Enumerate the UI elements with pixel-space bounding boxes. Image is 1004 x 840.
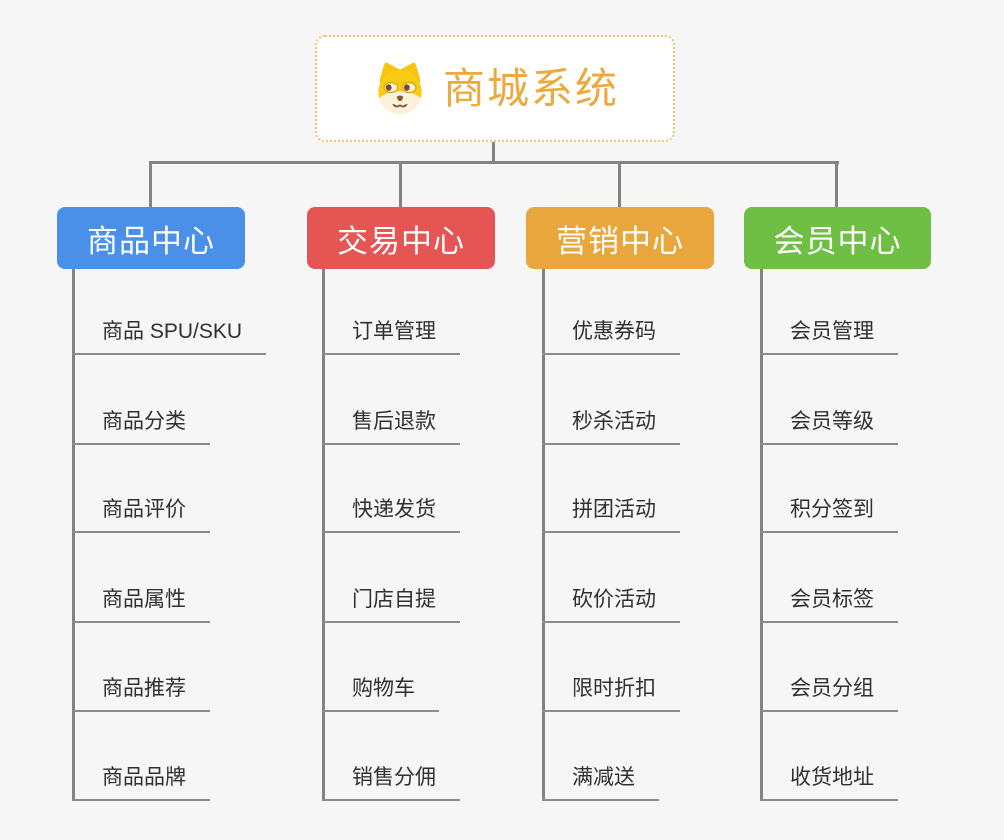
leaf-node[interactable]: 商品 SPU/SKU: [72, 319, 267, 355]
branch-trade-center[interactable]: 交易中心: [307, 207, 495, 269]
leaf-node[interactable]: 订单管理: [322, 319, 460, 355]
leaf-node[interactable]: 拼团活动: [542, 497, 680, 533]
connector-column-line: [322, 268, 325, 801]
leaf-node[interactable]: 售后退款: [322, 409, 460, 445]
leaf-node[interactable]: 会员标签: [760, 587, 898, 623]
leaf-node[interactable]: 购物车: [322, 676, 439, 712]
leaf-node[interactable]: 快递发货: [322, 497, 460, 533]
branch-product-center[interactable]: 商品中心: [57, 207, 245, 269]
leaf-node[interactable]: 积分签到: [760, 497, 898, 533]
branch-member-center[interactable]: 会员中心: [744, 207, 931, 269]
leaf-node[interactable]: 门店自提: [322, 587, 460, 623]
leaf-node[interactable]: 销售分佣: [322, 765, 460, 801]
leaf-node[interactable]: 商品属性: [72, 587, 210, 623]
leaf-node[interactable]: 商品推荐: [72, 676, 210, 712]
connector-branch-drop: [149, 161, 152, 208]
leaf-node[interactable]: 会员管理: [760, 319, 898, 355]
leaf-node[interactable]: 商品分类: [72, 409, 210, 445]
leaf-node[interactable]: 满减送: [542, 765, 659, 801]
connector-column-line: [72, 268, 75, 801]
branch-marketing-center[interactable]: 营销中心: [526, 207, 714, 269]
dog-icon: [371, 62, 429, 115]
leaf-node[interactable]: 会员等级: [760, 409, 898, 445]
root-node[interactable]: 商城系统: [315, 35, 675, 142]
connector-bus: [149, 161, 839, 164]
leaf-node[interactable]: 会员分组: [760, 676, 898, 712]
connector-root-drop: [492, 142, 495, 163]
connector-branch-drop: [618, 161, 621, 208]
root-title: 商城系统: [442, 64, 619, 112]
connector-branch-drop: [399, 161, 402, 208]
connector-branch-drop: [835, 161, 838, 208]
connector-column-line: [542, 268, 545, 801]
leaf-node[interactable]: 商品品牌: [72, 765, 210, 801]
leaf-node[interactable]: 砍价活动: [542, 587, 680, 623]
leaf-node[interactable]: 限时折扣: [542, 676, 680, 712]
leaf-node[interactable]: 优惠券码: [542, 319, 680, 355]
leaf-node[interactable]: 收货地址: [760, 765, 898, 801]
leaf-node[interactable]: 秒杀活动: [542, 409, 680, 445]
connector-column-line: [760, 268, 763, 801]
leaf-node[interactable]: 商品评价: [72, 497, 210, 533]
